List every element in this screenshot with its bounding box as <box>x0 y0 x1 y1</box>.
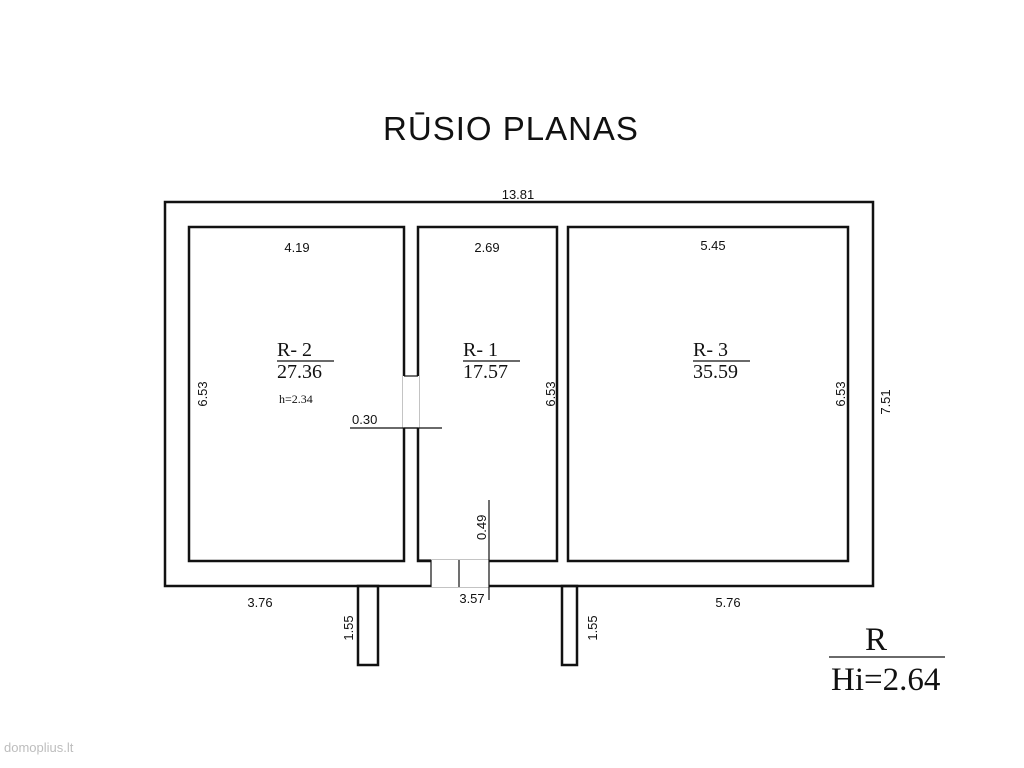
overall-width-label: 13.81 <box>502 187 535 202</box>
legend-label: R <box>865 622 887 658</box>
door-height-label: 0.49 <box>474 515 489 540</box>
overall-height-label: 7.51 <box>878 389 893 414</box>
watermark-text: domoplius.lt <box>4 740 74 755</box>
room-3-id: R- 3 <box>693 339 728 361</box>
bottom-right-dim: 5.76 <box>715 595 740 610</box>
room-3-height-label: 6.53 <box>833 381 848 406</box>
room-2-id: R- 2 <box>277 339 312 361</box>
room-1-width-label: 2.69 <box>474 240 499 255</box>
room-1-id: R- 1 <box>463 339 498 361</box>
bottom-left-dim: 3.76 <box>247 595 272 610</box>
stair-right-dim: 1.55 <box>585 615 600 640</box>
room-3-outline <box>566 225 850 563</box>
stair-left <box>356 584 380 667</box>
room-2-area: 27.36 <box>277 361 322 383</box>
room-1-outline <box>416 225 559 563</box>
room-3-area: 35.59 <box>693 361 738 383</box>
wall-thickness-label: 0.30 <box>352 412 377 427</box>
wall-opening <box>403 376 419 428</box>
room-2-ceiling-height: h=2.34 <box>279 392 313 406</box>
room-1-area: 17.57 <box>463 361 508 383</box>
room-2-width-label: 4.19 <box>284 240 309 255</box>
stair-right <box>560 584 579 667</box>
entrance-opening <box>431 560 489 587</box>
bottom-middle-dim: 3.57 <box>459 591 484 606</box>
plan-title: RŪSIO PLANAS <box>383 110 639 147</box>
room-1-height-label: 6.53 <box>543 381 558 406</box>
room-2-height-label: 6.53 <box>195 381 210 406</box>
stair-left-dim: 1.55 <box>341 615 356 640</box>
room-3-width-label: 5.45 <box>700 238 725 253</box>
legend-height: Hi=2.64 <box>831 662 940 698</box>
outer-wall <box>163 200 875 588</box>
